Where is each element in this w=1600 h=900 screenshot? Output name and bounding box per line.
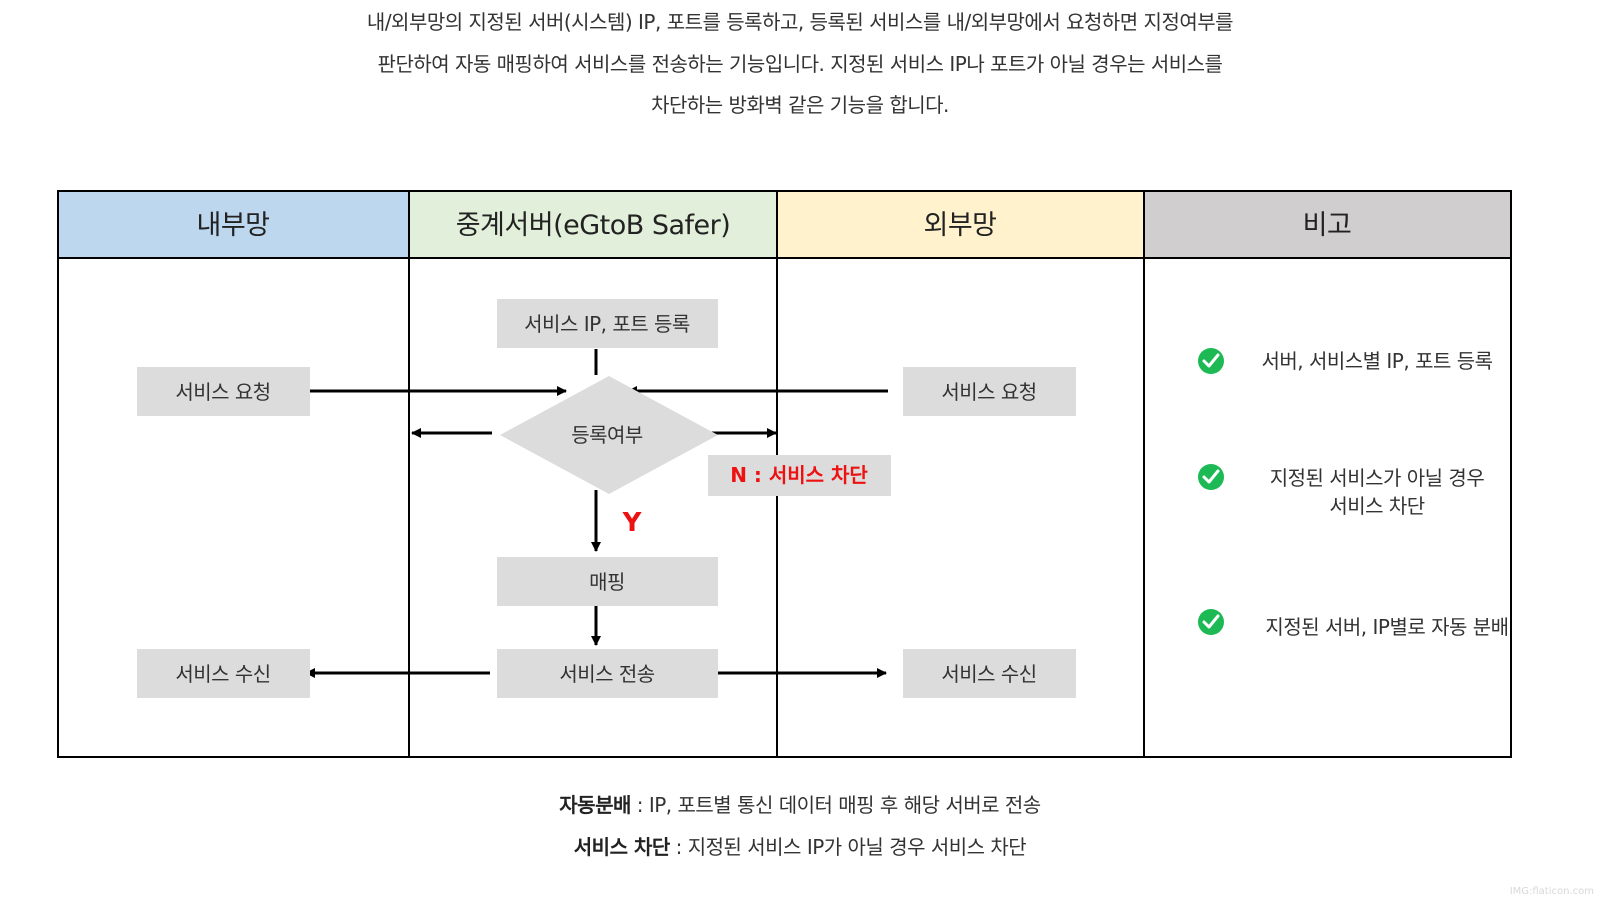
table-border <box>57 190 1512 758</box>
footer-block-desc: : 지정된 서비스 IP가 아닐 경우 서비스 차단 <box>669 835 1027 859</box>
external-receive-box <box>903 649 1076 698</box>
header-external: 외부망 <box>923 210 996 241</box>
internal-receive-box <box>137 649 310 698</box>
remark-1-text: 서버, 서비스별 IP, 포트 등록 <box>1261 349 1492 373</box>
intro-line-2: 판단하여 자동 매핑하여 서비스를 전송하는 기능입니다. 지정된 서비스 IP… <box>377 52 1223 76</box>
header-internal: 내부망 <box>196 210 269 241</box>
header-remarks: 비고 <box>1303 210 1352 241</box>
header-external-cell <box>777 191 1144 258</box>
check-circle-icon <box>1198 609 1224 635</box>
footer-auto-desc: : IP, 포트별 통신 데이터 매핑 후 해당 서버로 전송 <box>630 793 1041 817</box>
internal-request-box <box>137 367 310 416</box>
intro-line-3: 차단하는 방화벽 같은 기능을 합니다. <box>651 93 949 117</box>
check-circle-icon <box>1198 348 1224 374</box>
external-request-label: 서비스 요청 <box>941 380 1036 404</box>
remark-2-text-line-1: 지정된 서비스가 아닐 경우 <box>1270 466 1485 490</box>
remark-2-text-line-2: 서비스 차단 <box>1329 494 1424 518</box>
header-relay: 중계서버(eGtoB Safer) <box>456 210 731 241</box>
block-label: N : 서비스 차단 <box>730 463 868 487</box>
yes-label: Y <box>622 508 643 538</box>
remark-3-text: 지정된 서버, IP별로 자동 분배 <box>1265 615 1508 639</box>
remark-item-3: 지정된 서버, IP별로 자동 분배 <box>1198 609 1509 639</box>
transmit-box <box>497 649 718 698</box>
header-relay-cell <box>409 191 777 258</box>
decision-diamond <box>500 376 718 494</box>
internal-request-label: 서비스 요청 <box>175 380 270 404</box>
external-request-box <box>903 367 1076 416</box>
check-mark-icon <box>1202 353 1220 368</box>
mapping-label: 매핑 <box>589 570 625 594</box>
intro-line-1: 내/외부망의 지정된 서버(시스템) IP, 포트를 등록하고, 등록된 서비스… <box>366 10 1234 34</box>
internal-receive-label: 서비스 수신 <box>175 662 270 686</box>
watermark: IMG:flaticon.com <box>1509 886 1594 897</box>
check-mark-icon <box>1202 469 1220 484</box>
remark-item-1: 서버, 서비스별 IP, 포트 등록 <box>1198 348 1493 374</box>
decision-label: 등록여부 <box>571 423 643 447</box>
block-label-box <box>708 455 891 496</box>
check-circle-icon <box>1198 464 1224 490</box>
external-receive-label: 서비스 수신 <box>941 662 1036 686</box>
register-label: 서비스 IP, 포트 등록 <box>524 312 690 336</box>
remark-item-2: 지정된 서비스가 아닐 경우 서비스 차단 <box>1198 464 1485 518</box>
footer-auto-term: 자동분배 <box>559 793 631 817</box>
footer-line-block: 서비스 차단 : 지정된 서비스 IP가 아닐 경우 서비스 차단 <box>200 831 1400 860</box>
transmit-label: 서비스 전송 <box>559 662 654 686</box>
mapping-box <box>497 557 718 606</box>
footer-block-term: 서비스 차단 <box>573 835 670 859</box>
header-remarks-cell <box>1144 191 1511 258</box>
register-box <box>497 299 718 348</box>
header-internal-cell <box>58 191 409 258</box>
footer-line-auto: 자동분배 : IP, 포트별 통신 데이터 매핑 후 해당 서버로 전송 <box>200 789 1400 818</box>
check-mark-icon <box>1202 614 1220 629</box>
